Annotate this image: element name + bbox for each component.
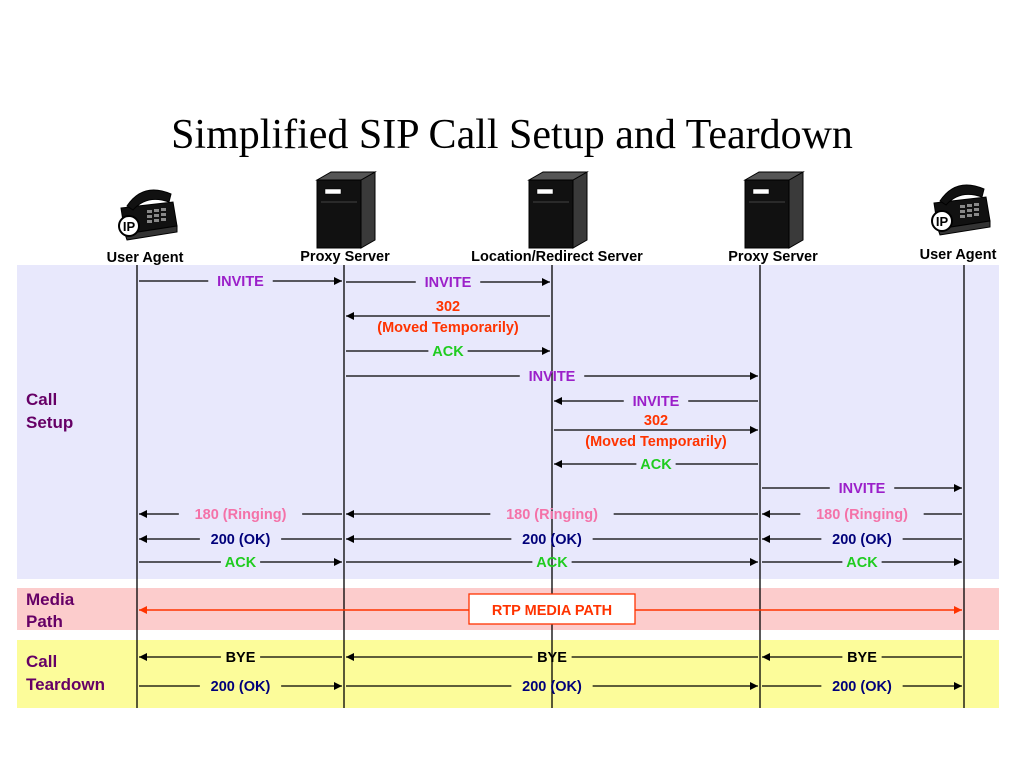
teardown-section-band bbox=[17, 640, 999, 708]
message-label: ACK bbox=[846, 555, 878, 571]
message-ok: 200 (OK) bbox=[139, 532, 342, 548]
message-label: INVITE bbox=[529, 369, 576, 385]
message-label: 302 bbox=[644, 413, 668, 429]
entity-label: User Agent bbox=[107, 250, 184, 266]
ip-badge-text: IP bbox=[936, 214, 949, 229]
server-icon bbox=[315, 171, 377, 249]
media-section-label: Media bbox=[26, 590, 75, 609]
entity-label: Proxy Server bbox=[300, 249, 390, 265]
message-label: BYE bbox=[226, 650, 256, 666]
message-ack: ACK bbox=[346, 344, 550, 360]
message-redirect: 302 (Moved Temporarily) bbox=[554, 413, 758, 450]
message-label: BYE bbox=[847, 650, 877, 666]
message-label: INVITE bbox=[839, 481, 886, 497]
media-section-label: Path bbox=[26, 612, 63, 631]
message-bye: BYE bbox=[346, 650, 758, 666]
message-invite: INVITE bbox=[554, 394, 758, 410]
message-label: 180 (Ringing) bbox=[506, 507, 598, 523]
setup-section-band bbox=[17, 265, 999, 579]
message-label: (Moved Temporarily) bbox=[377, 320, 519, 336]
ip-phone-icon: IP bbox=[118, 189, 178, 241]
teardown-section-label: Call bbox=[26, 652, 57, 671]
message-ack: ACK bbox=[139, 555, 342, 571]
message-label: ACK bbox=[432, 344, 464, 360]
message-label: ACK bbox=[536, 555, 568, 571]
message-ok: 200 (OK) bbox=[346, 679, 758, 695]
message-ringing: 180 (Ringing) bbox=[762, 507, 962, 523]
message-invite: INVITE bbox=[346, 275, 550, 291]
message-ringing: 180 (Ringing) bbox=[139, 507, 342, 523]
message-label: INVITE bbox=[425, 275, 472, 291]
entity-label: User Agent bbox=[920, 247, 997, 263]
setup-section-label: Call bbox=[26, 390, 57, 409]
message-label: ACK bbox=[640, 457, 672, 473]
message-ok: 200 (OK) bbox=[139, 679, 342, 695]
media-path-label: RTP MEDIA PATH bbox=[492, 603, 612, 619]
message-label: INVITE bbox=[217, 274, 264, 290]
message-invite: INVITE bbox=[139, 274, 342, 290]
message-label: 180 (Ringing) bbox=[816, 507, 908, 523]
message-ok: 200 (OK) bbox=[346, 532, 758, 548]
message-label: 302 bbox=[436, 299, 460, 315]
message-ok: 200 (OK) bbox=[762, 532, 962, 548]
message-ok: 200 (OK) bbox=[762, 679, 962, 695]
message-redirect: 302 (Moved Temporarily) bbox=[346, 299, 550, 336]
ip-badge-text: IP bbox=[123, 219, 136, 234]
message-label: ACK bbox=[225, 555, 257, 571]
teardown-section-label: Teardown bbox=[26, 675, 105, 694]
server-icon bbox=[743, 171, 805, 249]
message-label: 200 (OK) bbox=[522, 679, 582, 695]
message-ack: ACK bbox=[554, 457, 758, 473]
diagram-title: Simplified SIP Call Setup and Teardown bbox=[171, 112, 853, 158]
message-bye: BYE bbox=[139, 650, 342, 666]
message-label: 200 (OK) bbox=[211, 679, 271, 695]
message-label: BYE bbox=[537, 650, 567, 666]
media-path-box bbox=[468, 593, 636, 625]
message-ack: ACK bbox=[346, 555, 758, 571]
ip-phone-icon: IP bbox=[931, 184, 991, 236]
message-label: 200 (OK) bbox=[832, 532, 892, 548]
entity-label: Proxy Server bbox=[728, 249, 818, 265]
message-label: (Moved Temporarily) bbox=[585, 434, 727, 450]
message-label: INVITE bbox=[633, 394, 680, 410]
message-bye: BYE bbox=[762, 650, 962, 666]
entity-label: Location/Redirect Server bbox=[471, 249, 643, 265]
setup-section-label: Setup bbox=[26, 413, 73, 432]
message-label: 200 (OK) bbox=[211, 532, 271, 548]
message-label: 180 (Ringing) bbox=[195, 507, 287, 523]
server-icon bbox=[527, 171, 589, 249]
message-label: 200 (OK) bbox=[522, 532, 582, 548]
message-label: 200 (OK) bbox=[832, 679, 892, 695]
message-invite: INVITE bbox=[762, 481, 962, 497]
message-ack: ACK bbox=[762, 555, 962, 571]
message-invite: INVITE bbox=[346, 369, 758, 385]
message-ringing: 180 (Ringing) bbox=[346, 507, 758, 523]
